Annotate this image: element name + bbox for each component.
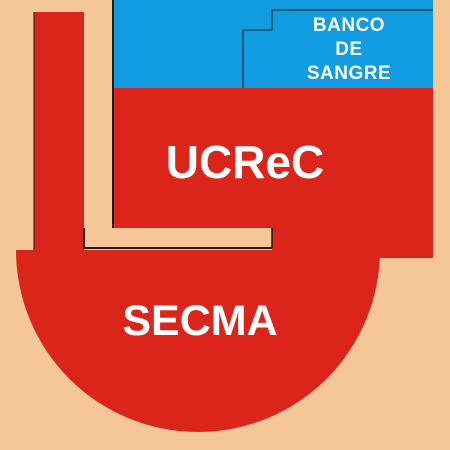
ucrec-label: UCReC	[165, 136, 325, 188]
banco-de-sangre-area[interactable]	[113, 0, 433, 90]
secma-area[interactable]	[16, 250, 380, 432]
banco-label-line-1: BANCO	[312, 15, 386, 36]
banco-label-line-2: DE	[335, 39, 363, 60]
west-corridor-area[interactable]	[34, 12, 84, 252]
banco-de-sangre-outline	[242, 9, 433, 88]
banco-de-sangre-label: BANCO DE SANGRE	[282, 14, 416, 86]
banco-label-line-3: SANGRE	[306, 63, 392, 84]
corridor-notch	[84, 228, 272, 248]
ucrec-area[interactable]	[113, 88, 433, 230]
secma-label: SECMA	[122, 297, 278, 345]
